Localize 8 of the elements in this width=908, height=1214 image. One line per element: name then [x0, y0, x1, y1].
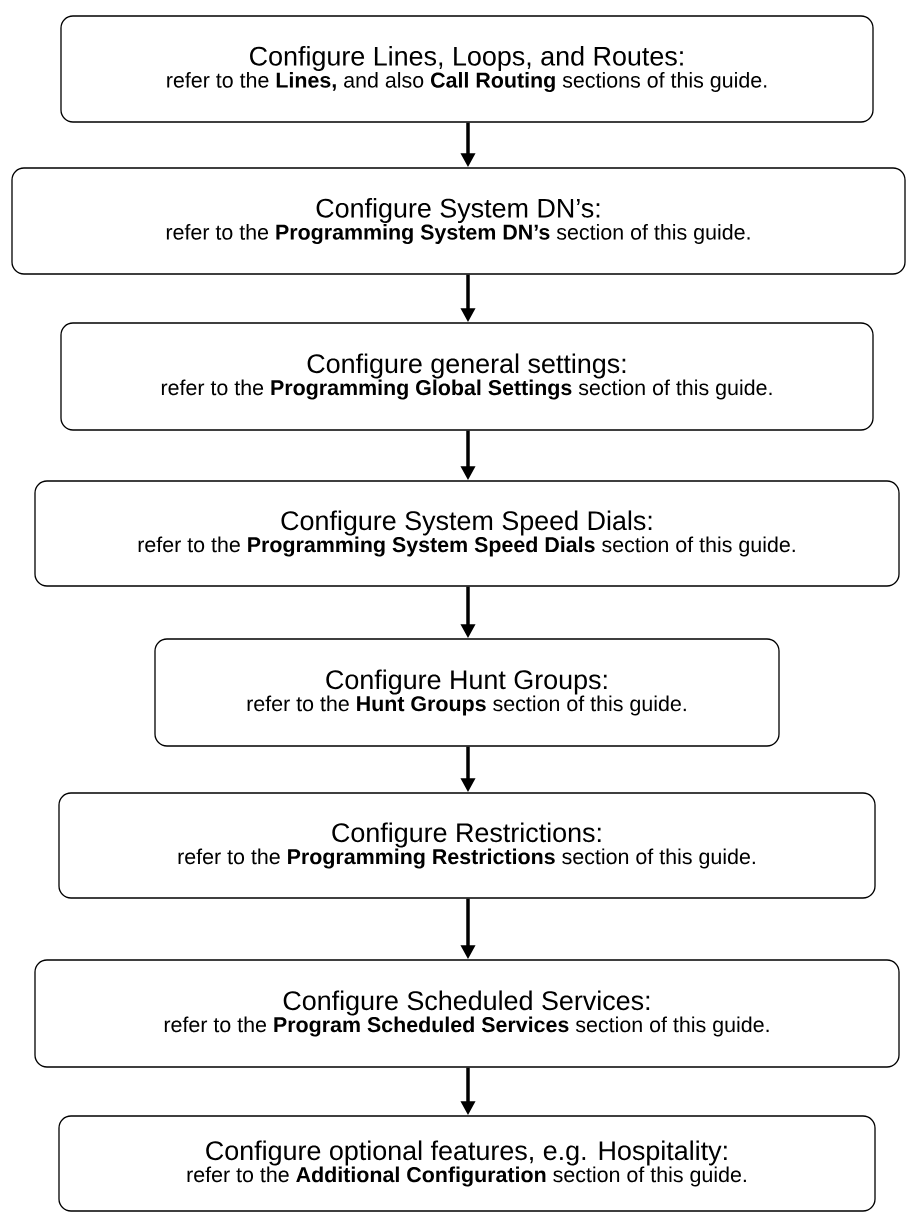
process-box: Configure Restrictions: refer to the Programming Restrictions section of this guide. [58, 792, 876, 899]
process-box: Configure Hunt Groups: refer to the Hunt Groups section of this guide. [154, 638, 780, 747]
process-box: Configure optional features, e.g. Hospitality: refer to the Additional Configuration section of this guide. [58, 1115, 876, 1212]
process-box: Configure Lines, Loops, and Routes: refer to the Lines, and also Call Routing sections of this guide. [60, 15, 874, 123]
process-box: Configure general settings: refer to the Programming Global Settings section of this guide. [60, 322, 874, 431]
process-box: Configure Scheduled Services: refer to the Program Scheduled Services section of this guide. [34, 959, 900, 1068]
process-box: Configure System DN’s: refer to the Programming System DN’s section of this guide. [11, 167, 906, 275]
process-box: Configure System Speed Dials: refer to the Programming System Speed Dials section of this guide. [34, 480, 900, 587]
